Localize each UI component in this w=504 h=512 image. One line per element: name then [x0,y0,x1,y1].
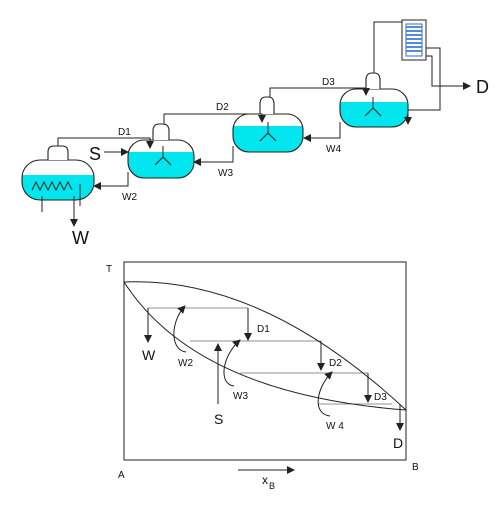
stage-label-d2: D2 [329,358,342,369]
stirrer-icon [154,146,172,166]
vapour-line-3 [269,87,370,97]
feed-label: S [89,144,101,164]
corner-label-b: B [412,462,419,473]
loop-w2 [173,305,187,353]
return-label-w3: W3 [233,391,248,402]
still-label-d1: D1 [118,127,131,138]
stirrer-icon [259,122,277,142]
vapour-curve [123,281,407,411]
return-line-w2 [93,172,129,190]
stage-label-d1: D1 [257,324,270,335]
vapour-line-1 [57,137,154,149]
still-2 [127,123,195,179]
x-axis-subscript: B [269,481,275,491]
distillate-label: D [393,435,403,451]
loop-w4 [317,371,333,417]
process-schematic: D1 D2 D3 S W2 W3 W4 W D [21,19,489,248]
stage-label-d3: D3 [374,392,387,403]
bottoms-label: W [142,347,156,363]
reflux-line [404,47,441,125]
still-label-d2: D2 [216,102,229,113]
liquid-curve [123,281,407,411]
vapour-line-2 [163,113,266,124]
bottoms-label: W [72,228,89,248]
stirrer-icon [364,97,382,117]
still-1 [21,145,95,212]
corner-label-a: A [118,470,125,481]
feed-label: S [214,411,223,427]
loop-w3 [223,339,241,387]
return-label-w2: W2 [178,358,193,369]
return-label-w3: W3 [218,168,233,179]
x-axis-label: x [262,473,268,487]
return-label-w2: W2 [122,192,137,203]
still-2-liquid [128,152,194,178]
phase-diagram: T A B x B D1 D2 D3 W2 W3 W 4 W S D [106,261,419,491]
diagram-frame [123,261,407,461]
still-1-liquid [22,175,94,200]
vapour-line-4 [373,21,402,73]
y-axis-label: T [106,264,112,275]
still-3 [232,96,304,153]
return-line-w4 [303,122,341,142]
still-4-liquid [340,102,408,127]
still-label-d3: D3 [322,77,335,88]
return-line-w3 [193,146,234,166]
condenser-icon [401,19,427,61]
distillate-line [426,55,471,90]
heating-coil-icon [31,180,73,192]
distillate-label: D [476,77,489,97]
return-label-w4: W 4 [326,421,344,432]
still-4 [339,72,409,128]
return-label-w4: W4 [326,144,341,155]
